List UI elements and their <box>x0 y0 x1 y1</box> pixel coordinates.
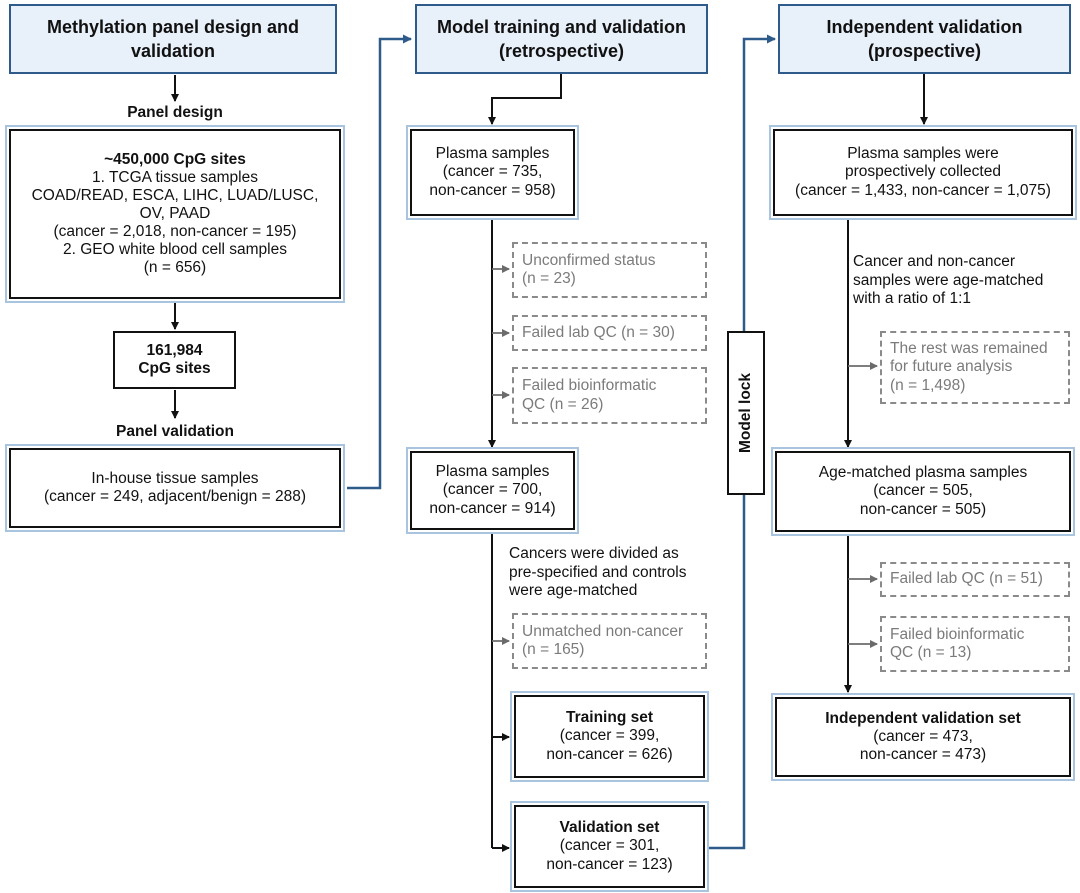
excluded-failed-bioinformatic-qc-prospective: Failed bioinformatic QC (n = 13) <box>880 616 1070 672</box>
plasma-samples-1: Plasma samples (cancer = 735, non-cancer… <box>410 129 575 216</box>
cpg-sites-box: ~450,000 CpG sites 1. TCGA tissue sample… <box>9 129 341 299</box>
inhouse-tissue-box: In-house tissue samples (cancer = 249, a… <box>9 448 341 528</box>
connector-panel-to-training <box>347 34 412 490</box>
header-model-training: Model training and validation (retrospec… <box>415 4 708 74</box>
age-matched-plasma-box: Age-matched plasma samples (cancer = 505… <box>775 451 1071 532</box>
header-independent-validation: Independent validation (prospective) <box>778 4 1071 74</box>
plasma-samples-2: Plasma samples (cancer = 700, non-cancer… <box>410 451 575 530</box>
excluded-unconfirmed-status: Unconfirmed status (n = 23) <box>512 242 707 298</box>
division-note: Cancers were divided as pre-specified an… <box>509 545 687 600</box>
excluded-failed-lab-qc-prospective: Failed lab QC (n = 51) <box>880 562 1070 597</box>
validation-set-box: Validation set (cancer = 301, non-cancer… <box>514 805 705 888</box>
excluded-unmatched-noncancer: Unmatched non-cancer (n = 165) <box>512 613 707 669</box>
arrow-header2-down <box>488 74 562 125</box>
excluded-failed-bioinformatic-qc: Failed bioinformatic QC (n = 26) <box>512 367 707 424</box>
training-set-box: Training set (cancer = 399, non-cancer =… <box>514 695 705 778</box>
independent-validation-set-box: Independent validation set (cancer = 473… <box>775 697 1071 777</box>
excluded-failed-lab-qc: Failed lab QC (n = 30) <box>512 315 707 351</box>
age-match-note: Cancer and non-cancer samples were age-m… <box>853 253 1044 308</box>
model-lock-box: Model lock <box>727 331 765 495</box>
panel-validation-label: Panel validation <box>115 423 234 440</box>
panel-design-label: Panel design <box>127 104 223 121</box>
header-panel-design: Methylation panel design and validation <box>9 4 337 74</box>
plasma-prospective-box: Plasma samples were prospectively collec… <box>773 129 1073 216</box>
model-lock-label: Model lock <box>737 372 755 454</box>
selected-cpg-box: 161,984 CpG sites <box>113 331 236 389</box>
excluded-rest-future-analysis: The rest was remained for future analysi… <box>880 331 1070 404</box>
